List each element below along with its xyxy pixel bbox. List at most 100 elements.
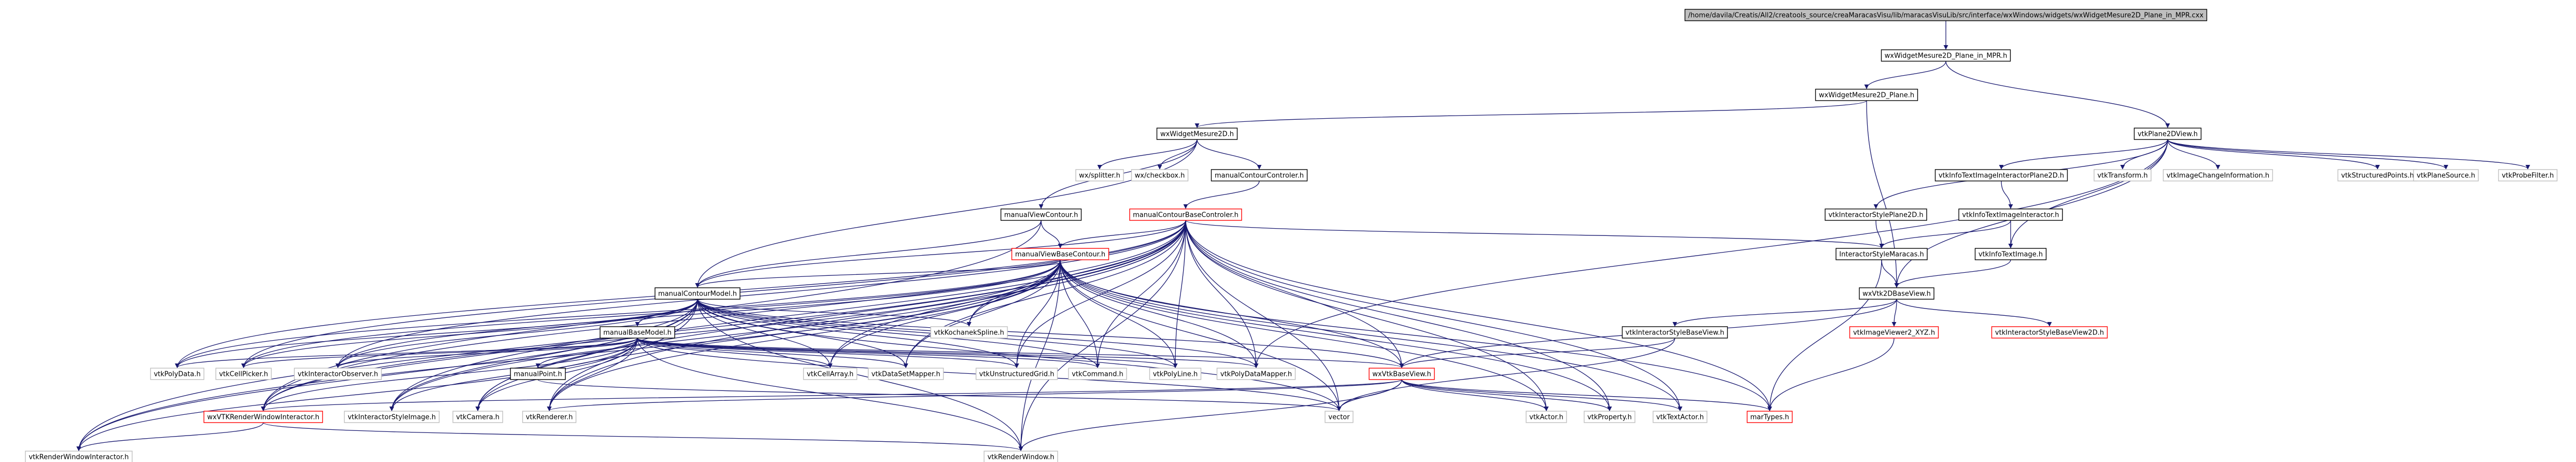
node-box: [1835, 248, 1928, 260]
node-vici[interactable]: vtkImageChangeInformation.h: [2162, 169, 2273, 181]
node-w2d[interactable]: wxWidgetMesure2D.h: [1156, 128, 1238, 140]
node-vug[interactable]: vtkUnstructuredGrid.h: [975, 368, 1058, 380]
edge-mbm-to-vug: [637, 338, 1019, 368]
node-vtxt[interactable]: vtkTextActor.h: [1653, 411, 1707, 423]
node-mcc[interactable]: manualContourControler.h: [1211, 169, 1308, 181]
node-visbv2d[interactable]: vtkInteractorStyleBaseView2D.h: [1991, 326, 2108, 339]
node-vprop[interactable]: vtkProperty.h: [1584, 411, 1635, 423]
node-vis2d[interactable]: vtkInteractorStylePlane2D.h: [1825, 208, 1927, 221]
edge-mcbc-to-visi: [389, 220, 1186, 411]
edge-w2d-to-wxsplitter: [1097, 139, 1198, 170]
edge-mcm-to-vpd: [175, 299, 698, 368]
node-label: wxWidgetMesure2D_Plane_in_MPR.h: [1885, 52, 2008, 60]
node-vcam[interactable]: vtkCamera.h: [452, 411, 503, 423]
node-vcmd[interactable]: vtkCommand.h: [1068, 368, 1127, 380]
node-wxvbv[interactable]: wxVtkBaseView.h: [1369, 368, 1435, 380]
node-vpl[interactable]: vtkPolyLine.h: [1149, 368, 1202, 380]
edge-mbm-to-vren: [547, 338, 638, 411]
edge-mcm-to-vrw: [697, 299, 1023, 451]
node-mcm[interactable]: manualContourModel.h: [654, 287, 741, 300]
edge-mcbc-to-vren: [547, 220, 1186, 411]
node-vimv[interactable]: vtkImageViewer2_XYZ.h: [1849, 326, 1939, 339]
node-label: vtkInteractorObserver.h: [297, 371, 378, 379]
node-vact[interactable]: vtkActor.h: [1526, 411, 1567, 423]
node-vp2d[interactable]: vtkPlane2DView.h: [2133, 128, 2202, 140]
node-visi[interactable]: vtkInteractorStyleImage.h: [344, 411, 440, 423]
node-box: [1325, 411, 1354, 423]
node-box: [452, 411, 503, 423]
node-mvbc[interactable]: manualViewBaseContour.h: [1011, 248, 1109, 260]
edge-vis2d-to-ism: [1875, 220, 1884, 248]
node-box: [1881, 49, 2011, 62]
node-vpf[interactable]: vtkProbeFilter.h: [2498, 169, 2558, 181]
node-vsp[interactable]: vtkStructuredPoints.h: [2337, 169, 2418, 181]
node-label: wx/splitter.h: [1079, 172, 1120, 180]
node-visbv[interactable]: vtkInteractorStyleBaseView.h: [1621, 326, 1728, 339]
edge-vp2d-to-vtr: [2120, 139, 2168, 170]
node-wxcheckbox[interactable]: wx/checkbox.h: [1131, 169, 1189, 181]
node-wxvrwi[interactable]: wxVTKRenderWindowInteractor.h: [203, 411, 323, 423]
edge-mvbc-to-vdsm: [903, 259, 1061, 368]
node-mcbc[interactable]: manualContourBaseControler.h: [1129, 208, 1242, 221]
node-mvc[interactable]: manualViewContour.h: [1000, 208, 1082, 221]
node-vio[interactable]: vtkInteractorObserver.h: [294, 368, 382, 380]
node-vca[interactable]: vtkCellArray.h: [803, 368, 858, 380]
edge-mcm-to-vdsm: [697, 299, 908, 368]
edge-vimv-to-martypes: [1767, 338, 1895, 411]
node-vtr[interactable]: vtkTransform.h: [2094, 169, 2152, 181]
edge-w2d-to-mcm: [695, 139, 1198, 288]
node-box: [803, 368, 858, 380]
edge-mcm-to-vcp: [241, 299, 698, 368]
node-martypes[interactable]: marTypes.h: [1746, 411, 1793, 423]
node-vrw[interactable]: vtkRenderWindow.h: [984, 451, 1058, 462]
node-label: manualViewBaseContour.h: [1015, 251, 1105, 259]
node-wmpr[interactable]: wxWidgetMesure2D_Plane_in_MPR.h: [1881, 49, 2011, 62]
node-label: vtkCamera.h: [456, 414, 500, 422]
node-box: [1825, 208, 1927, 221]
node-box: [600, 326, 675, 339]
node-viti[interactable]: vtkInfoTextImage.h: [1974, 248, 2047, 260]
node-box: [2413, 169, 2479, 181]
edge-viti-to-wx2dbv: [1894, 259, 2011, 288]
node-vpdm[interactable]: vtkPolyDataMapper.h: [1216, 368, 1296, 380]
node-mbm[interactable]: manualBaseModel.h: [600, 326, 675, 339]
node-vcp[interactable]: vtkCellPicker.h: [215, 368, 272, 380]
node-label: vtkInfoTextImageInteractorPlane2D.h: [1939, 172, 2064, 180]
edge-mcbc-to-ism: [1185, 220, 1884, 248]
node-box: [1011, 248, 1109, 260]
node-label: vtkPlane2DView.h: [2138, 131, 2198, 138]
node-wxsplitter[interactable]: wx/splitter.h: [1075, 169, 1124, 181]
node-vren[interactable]: vtkRenderer.h: [522, 411, 577, 423]
node-label: vtkImageViewer2_XYZ.h: [1853, 329, 1935, 337]
node-vrwi[interactable]: vtkRenderWindowInteractor.h: [25, 451, 133, 462]
node-vpls[interactable]: vtkPlaneSource.h: [2413, 169, 2479, 181]
node-box: [1369, 368, 1435, 380]
node-box: [1815, 89, 1918, 101]
node-vdsm[interactable]: vtkDataSetMapper.h: [867, 368, 944, 380]
node-box: [1621, 326, 1728, 339]
edge-mbm-to-wxvrwi: [261, 338, 638, 411]
node-vitiip2d[interactable]: vtkInfoTextImageInteractorPlane2D.h: [1934, 169, 2068, 181]
node-vks[interactable]: vtkKochanekSpline.h: [930, 326, 1008, 339]
node-vector[interactable]: vector: [1325, 411, 1354, 423]
node-label: vtkRenderWindowInteractor.h: [29, 454, 129, 461]
node-vitii[interactable]: vtkInfoTextImageInteractor.h: [1958, 208, 2063, 221]
edge-mcbc-to-vpl: [1173, 220, 1186, 368]
node-ism[interactable]: InteractorStyleMaracas.h: [1835, 248, 1928, 260]
node-label: vtkDataSetMapper.h: [872, 371, 941, 379]
node-mp[interactable]: manualPoint.h: [510, 368, 566, 380]
node-box: [984, 451, 1058, 462]
edge-visbv-to-wxvbv: [1399, 338, 1675, 368]
node-root[interactable]: /home/davila/Creatis/All2/creatools_sour…: [1684, 9, 2208, 21]
node-vpd[interactable]: vtkPolyData.h: [150, 368, 205, 380]
node-label: vtkRenderWindow.h: [987, 454, 1054, 461]
node-wx2dbv[interactable]: wxVtk2DBaseView.h: [1859, 287, 1934, 300]
node-box: [1075, 169, 1124, 181]
node-label: manualContourBaseControler.h: [1133, 212, 1239, 219]
edge-mbm-to-mp: [535, 338, 638, 368]
edge-mvbc-to-vector: [1060, 259, 1342, 411]
edge-vitii-to-ism: [1879, 220, 2011, 248]
node-label: vtkActor.h: [1529, 414, 1563, 422]
node-wplane[interactable]: wxWidgetMesure2D_Plane.h: [1815, 89, 1918, 101]
